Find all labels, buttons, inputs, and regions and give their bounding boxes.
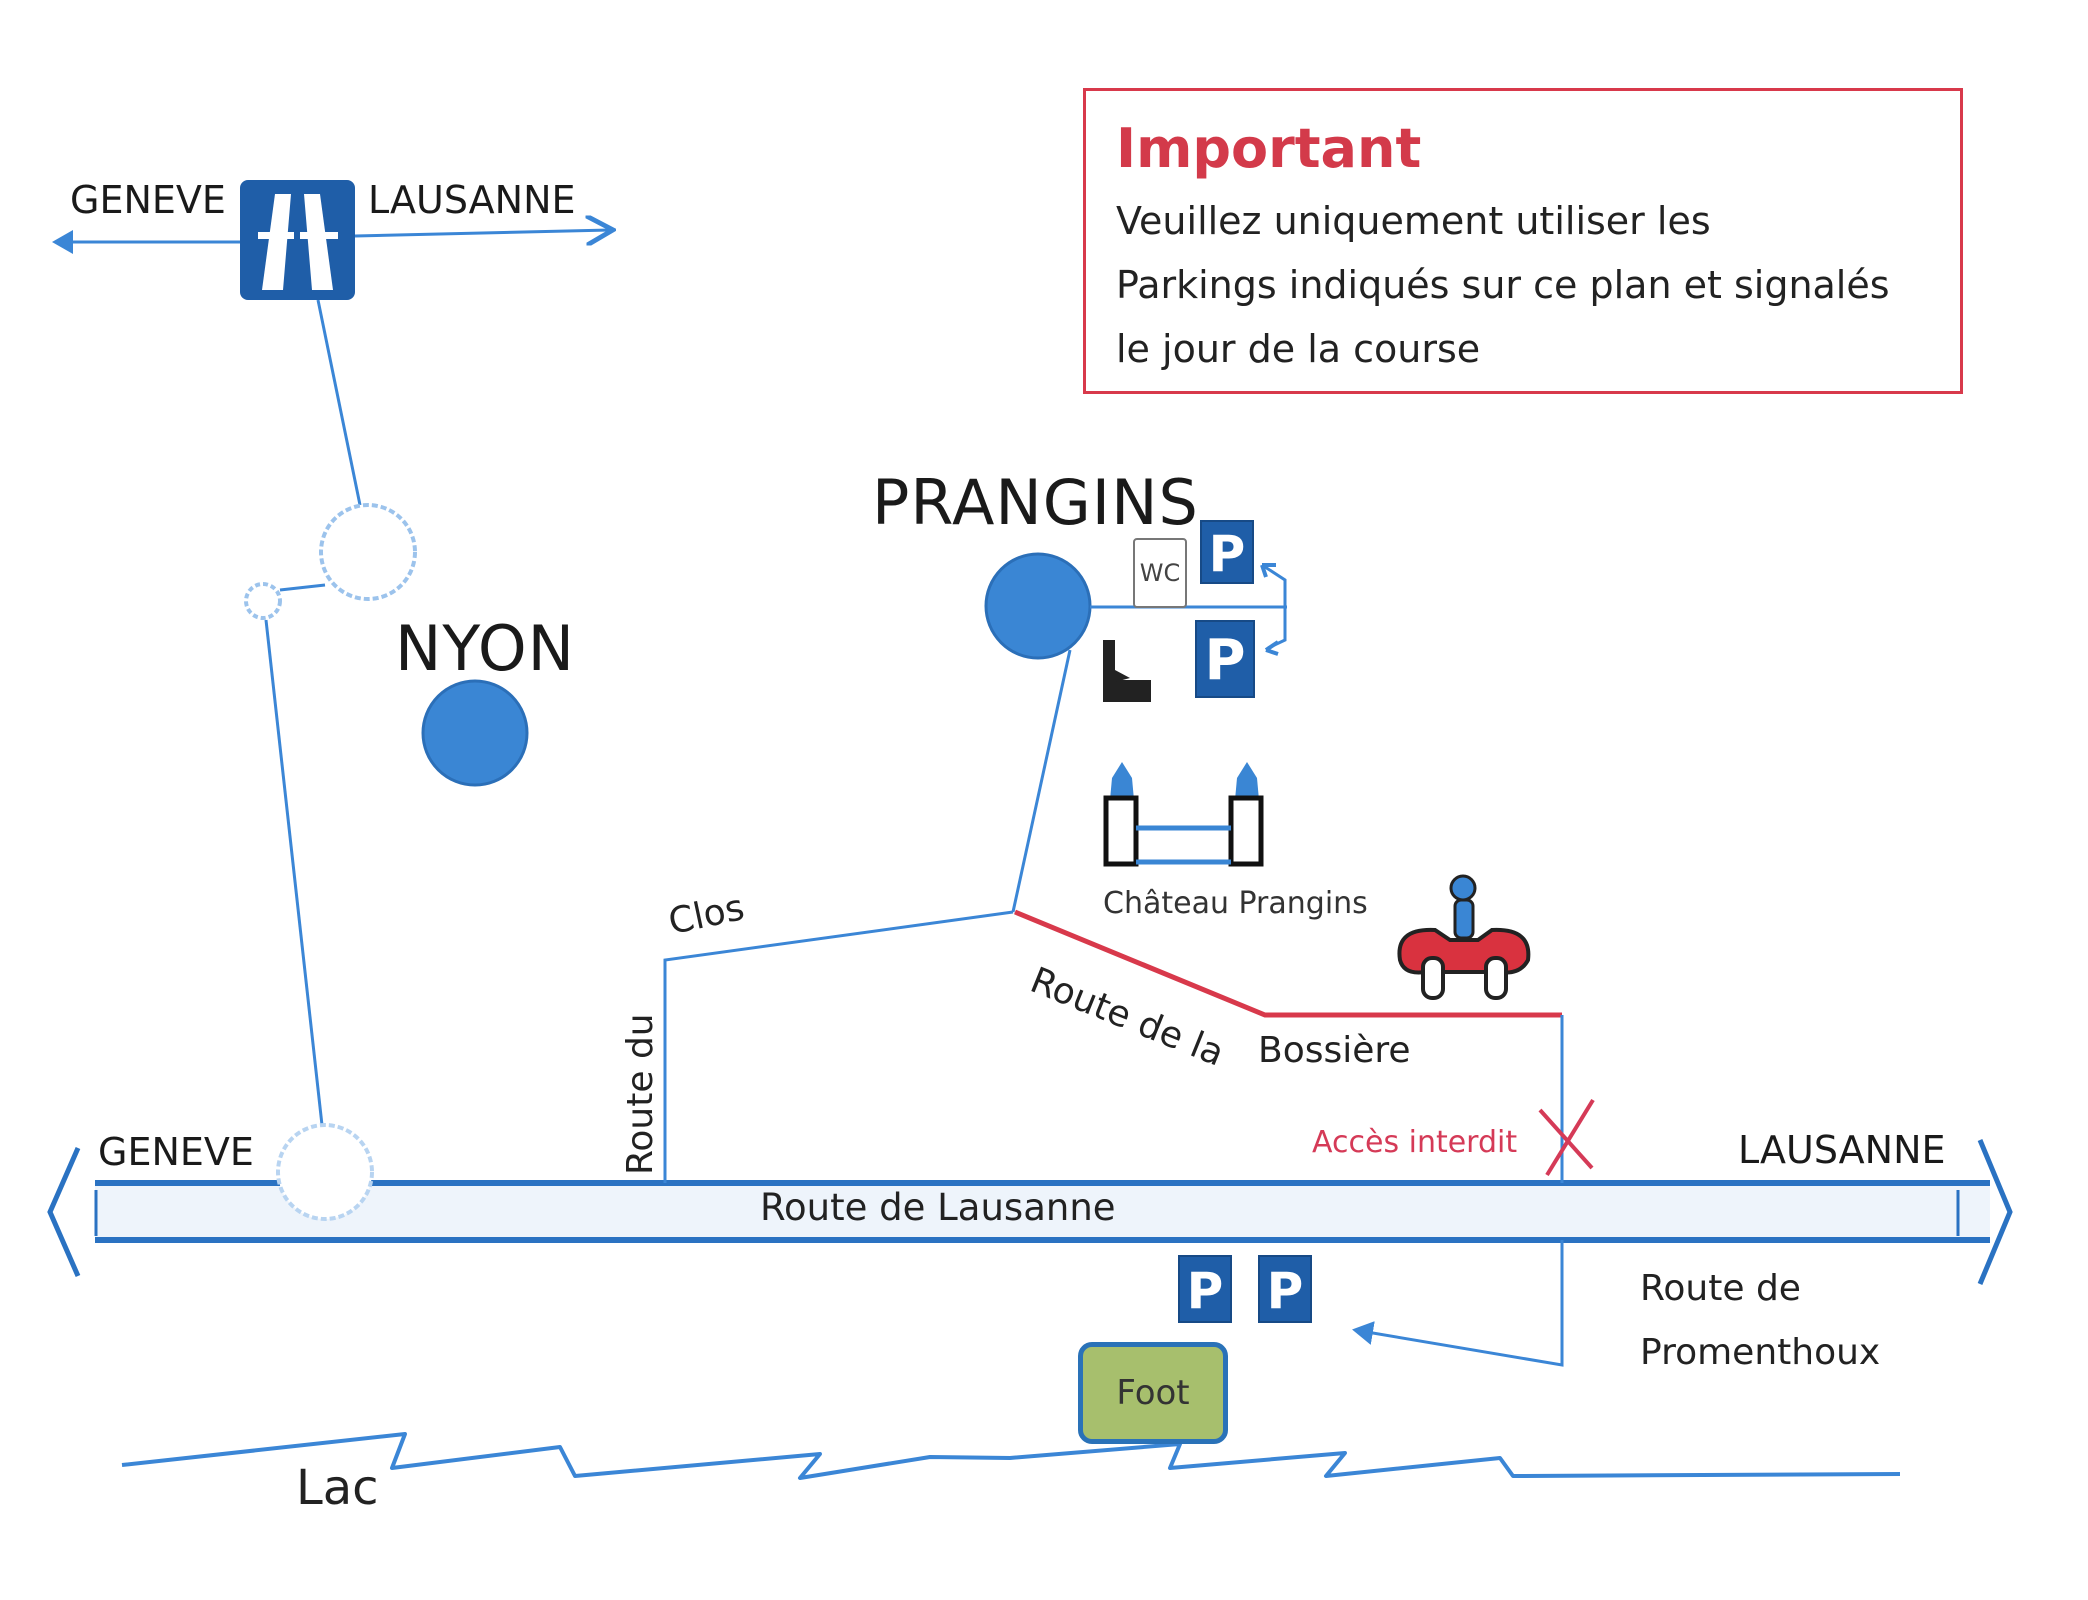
no-access-label: Accès interdit <box>1312 1125 1518 1160</box>
football-field: Foot <box>1078 1342 1228 1444</box>
castle-icon <box>1103 762 1264 867</box>
access-road-link <box>279 583 326 592</box>
main-road-label-geneve: GENEVE <box>98 1130 254 1174</box>
route-du-clos-line <box>663 910 1014 1183</box>
car-icon <box>1397 874 1531 1000</box>
highway-label-geneve: GENEVE <box>70 178 226 222</box>
parking-icon-foot-left: P <box>1178 1255 1232 1323</box>
factory-icon <box>1103 640 1151 702</box>
notice-line-2: Parkings indiqués sur ce plan et signalé… <box>1116 263 1890 307</box>
main-road-arrow-right <box>1977 1139 2013 1285</box>
prangins-access-road <box>1011 649 1072 913</box>
road-label-route-du: Route du <box>620 1013 661 1175</box>
route-promenthoux-south <box>1352 1240 1564 1367</box>
lake-shoreline <box>121 1432 1901 1480</box>
nyon-label: NYON <box>395 612 576 685</box>
access-road-north <box>316 299 362 506</box>
parking-icon-foot-right: P <box>1258 1255 1312 1323</box>
important-notice-box: Important Veuillez uniquement utiliser l… <box>1083 88 1963 394</box>
parking-icon-prangins-lower: P <box>1195 620 1255 698</box>
main-road-label-lausanne: LAUSANNE <box>1738 1128 1946 1172</box>
no-access-cross-a <box>1538 1108 1594 1170</box>
route-bossiere-line <box>1014 909 1562 1018</box>
wc-icon: WC <box>1133 538 1187 608</box>
access-road-south <box>264 619 324 1126</box>
main-road-arrow-left <box>47 1146 81 1278</box>
prangins-label: PRANGINS <box>872 466 1199 539</box>
highway-label-lausanne: LAUSANNE <box>368 178 576 222</box>
nyon-city-marker <box>421 679 529 787</box>
parking-icon-prangins-upper: P <box>1200 520 1254 584</box>
road-label-promenthoux-line1: Route de <box>1640 1268 1801 1309</box>
notice-line-3: le jour de la course <box>1116 327 1481 371</box>
motorway-icon <box>240 180 355 300</box>
notice-line-1: Veuillez uniquement utiliser les <box>1116 199 1711 243</box>
roundabout-main <box>276 1123 374 1221</box>
prangins-city-marker <box>984 552 1092 660</box>
roundabout-small <box>244 582 282 620</box>
lake-label: Lac <box>296 1460 379 1516</box>
highway-line-right <box>354 230 610 236</box>
chateau-label: Château Prangins <box>1103 886 1368 921</box>
road-label-route-de-lausanne: Route de Lausanne <box>760 1186 1116 1229</box>
road-label-promenthoux-line2: Promenthoux <box>1640 1332 1881 1373</box>
no-access-cross-b <box>1545 1098 1595 1177</box>
road-label-bossiere-part2: Bossière <box>1258 1030 1411 1071</box>
parking-loop-arrow-up <box>1260 563 1276 578</box>
roundabout-upper <box>319 503 417 601</box>
main-road-fill <box>95 1186 1990 1237</box>
notice-title: Important <box>1116 117 1422 180</box>
parking-loop-arrow-down <box>1264 640 1280 656</box>
